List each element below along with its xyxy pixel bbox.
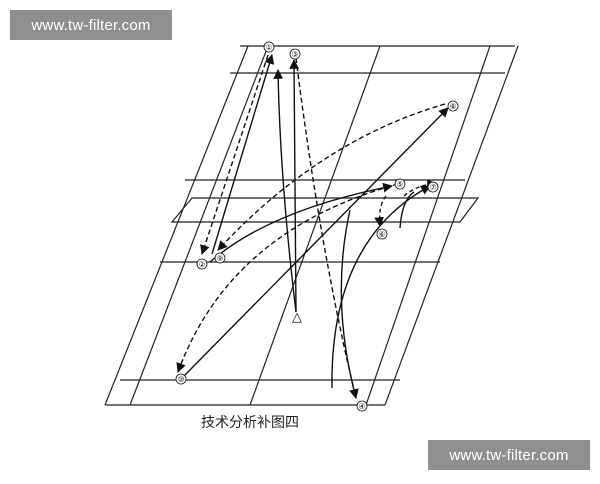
marker-5: ⑤: [394, 178, 406, 190]
trajectory-1-to-2: [200, 54, 269, 255]
court-sideline-outer-left: [104, 45, 249, 406]
marker-2-label: ②: [198, 260, 205, 269]
trajectory-10-to-8: [183, 107, 449, 377]
watermark-top: www.tw-filter.com: [10, 10, 172, 40]
diagram-caption: 技术分析补图四: [201, 415, 299, 431]
trajectory-start-to-3: [289, 59, 299, 313]
shot-trajectories: [176, 54, 449, 399]
marker-4: ④: [356, 400, 368, 412]
marker-6: ⑥: [376, 228, 388, 240]
marker-3: ③: [289, 48, 301, 60]
marker-10-label: ⑩: [177, 375, 184, 384]
marker-2: ②: [196, 258, 208, 270]
marker-10: ⑩: [175, 373, 187, 385]
court-center-line: [249, 45, 381, 406]
watermark-bottom: www.tw-filter.com: [428, 440, 590, 470]
court-sideline-inner-left: [129, 45, 269, 406]
marker-1: ①: [263, 41, 275, 53]
start-marker: △: [292, 310, 302, 325]
court-sideline-inner-right: [365, 45, 491, 406]
marker-8: ⑧: [447, 100, 459, 112]
trajectory-8-to-2: [217, 103, 446, 251]
court-sideline-outer-right: [384, 45, 519, 406]
marker-5-label: ⑤: [396, 180, 403, 189]
marker-7-label: ⑦: [429, 183, 436, 192]
trajectory-start-to-1: [273, 69, 297, 313]
trajectory-9-to-1: [211, 54, 275, 255]
marker-1-label: ①: [265, 43, 272, 52]
court-lines: [104, 45, 519, 406]
marker-8-label: ⑧: [449, 102, 456, 111]
trajectory-small-curve: [399, 191, 415, 229]
trajectory-2-to-5: [209, 182, 393, 263]
trajectory-to-6: [374, 195, 387, 227]
position-markers: ① ③ ⑧ ⑤ ⑦ ⑥ ② ⑨: [175, 41, 459, 412]
marker-9-label: ⑨: [216, 254, 223, 263]
marker-4-label: ④: [358, 402, 365, 411]
start-triangle-icon: △: [292, 310, 302, 325]
marker-9: ⑨: [214, 252, 226, 264]
trajectory-5-to-10: [176, 183, 399, 373]
trajectory-to-4-solid: [340, 209, 357, 399]
marker-6-label: ⑥: [378, 230, 385, 239]
marker-7: ⑦: [427, 181, 439, 193]
court-net: [170, 197, 480, 223]
marker-3-label: ③: [291, 50, 298, 59]
